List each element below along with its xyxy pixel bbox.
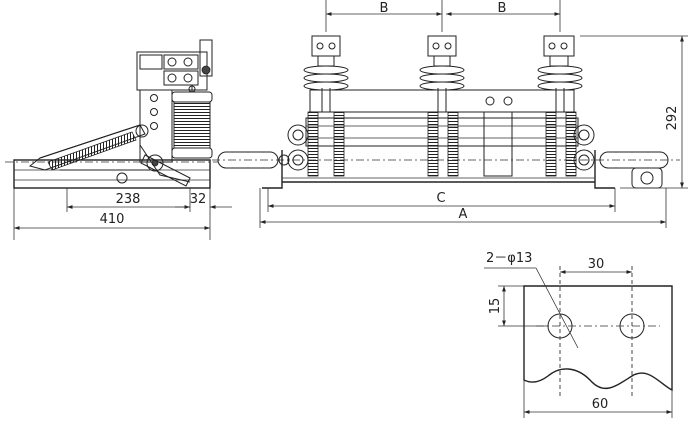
front-left-rollers bbox=[278, 124, 309, 171]
dim-15-label: 15 bbox=[488, 298, 503, 315]
terminal-detail: 2－φ13 30 15 60 bbox=[484, 251, 673, 418]
front-middle-bar bbox=[305, 117, 579, 147]
dim-32-label: 32 bbox=[190, 192, 207, 207]
front-left-shaft bbox=[217, 151, 279, 169]
terminal-plate bbox=[523, 285, 673, 392]
side-spring-arm bbox=[28, 124, 149, 171]
hole-callout-label: 2－φ13 bbox=[486, 251, 532, 266]
dim-292-label: 292 bbox=[665, 106, 680, 131]
dim-b-right-label: B bbox=[498, 1, 507, 16]
front-dimensions: B B C A 292 bbox=[259, 0, 688, 228]
front-right-bracket bbox=[594, 150, 615, 189]
front-left-bracket bbox=[262, 150, 283, 189]
dim-60-label: 60 bbox=[592, 397, 609, 412]
front-pole-left bbox=[303, 0, 349, 177]
front-top-bar bbox=[309, 89, 575, 113]
side-dimensions: 238 32 410 bbox=[13, 188, 232, 240]
front-view: B B C A 292 bbox=[212, 0, 688, 228]
side-insulator-column bbox=[136, 39, 213, 163]
dim-410-label: 410 bbox=[100, 212, 125, 227]
front-right-rollers bbox=[573, 124, 595, 171]
dim-238-label: 238 bbox=[116, 192, 141, 207]
front-pole-right bbox=[537, 0, 583, 177]
dim-c-label: C bbox=[436, 191, 445, 206]
side-base-plate bbox=[13, 159, 211, 189]
dim-a-label: A bbox=[459, 207, 468, 222]
dim-30-label: 30 bbox=[588, 257, 605, 272]
side-linkage bbox=[60, 144, 191, 187]
hole-leader-line bbox=[535, 267, 579, 349]
dim-b-left-label: B bbox=[380, 1, 389, 16]
front-center-block bbox=[483, 111, 513, 177]
front-pole-middle bbox=[419, 35, 465, 177]
side-view: 238 32 410 bbox=[5, 39, 232, 240]
